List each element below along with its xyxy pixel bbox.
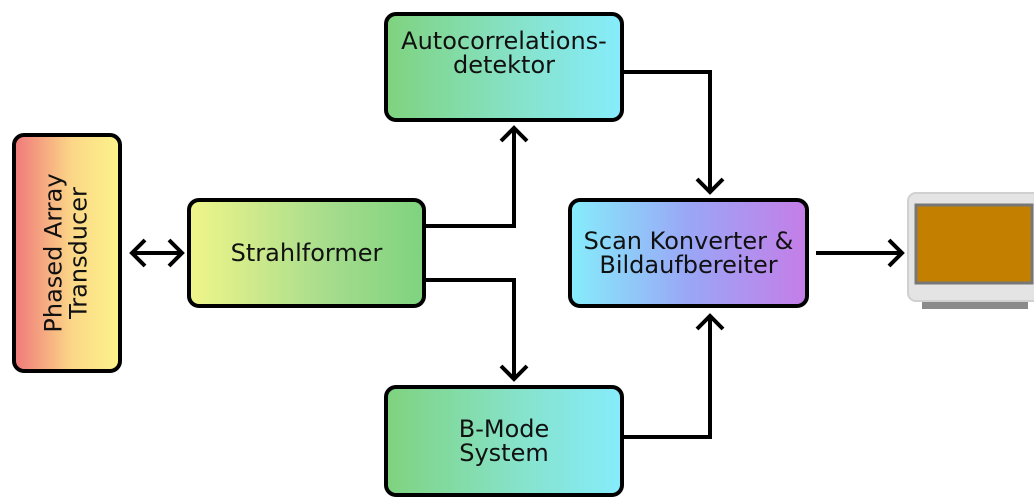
bmode-system-block: B-Mode System [384, 385, 624, 497]
monitor-icon [907, 192, 1034, 309]
strahlformer-block: Strahlformer [187, 198, 426, 308]
autocorrelation-label-line1: Autocorrelations- [401, 27, 607, 55]
bidirectional-arrow [129, 238, 185, 268]
phased-array-transducer-block: Phased Array Transducer [12, 133, 122, 373]
scan-converter-label-line1: Scan Konverter & [583, 227, 794, 255]
arrow-to-monitor [816, 238, 905, 268]
arrow-to-bmode [426, 278, 529, 382]
arrow-to-autocorrelation [426, 125, 529, 228]
arrow-autocorrelation-to-scan-converter [624, 70, 725, 195]
autocorrelation-label-line2: detektor [452, 51, 556, 79]
transducer-label-line1: Phased Array [40, 173, 69, 333]
arrow-bmode-to-scan-converter [624, 313, 725, 439]
scan-converter-label-line2: Bildaufbereiter [599, 251, 778, 279]
transducer-label-line2: Transducer [65, 187, 94, 319]
autocorrelation-detector-block: Autocorrelations- detektor [384, 12, 624, 122]
bmode-label-line1: B-Mode [458, 415, 550, 443]
scan-converter-block: Scan Konverter & Bildaufbereiter [568, 198, 809, 308]
bmode-label-line2: System [459, 439, 549, 467]
strahlformer-label: Strahlformer [230, 239, 383, 267]
